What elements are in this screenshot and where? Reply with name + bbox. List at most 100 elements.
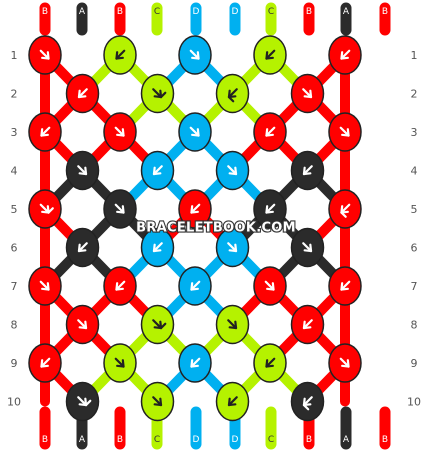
diagonal-arrow-icon: [339, 126, 350, 137]
knot: [290, 381, 325, 422]
row-number-right: 9: [411, 357, 418, 370]
bottom-string-label-8: B: [306, 435, 312, 445]
knot: [28, 35, 62, 75]
diagonal-arrow-icon: [114, 203, 125, 214]
knot: [65, 304, 100, 345]
knot: [328, 35, 362, 75]
bottom-string-label-4: C: [154, 435, 160, 445]
diagonal-arrow-icon: [40, 126, 51, 137]
diagonal-arrow-icon: [227, 242, 238, 253]
diagonal-arrow-icon: [77, 319, 88, 330]
diagonal-arrow-icon: [340, 49, 351, 60]
diagonal-arrow-icon: [189, 49, 200, 60]
diagonal-arrow-icon: [115, 280, 126, 291]
diagonal-arrow-icon: [114, 357, 125, 368]
forward-arrow-icon: [77, 396, 92, 407]
knot: [178, 35, 212, 75]
knot: [65, 73, 100, 114]
bottom-string-label-2: A: [79, 435, 86, 445]
diagonal-arrow-icon: [265, 126, 276, 137]
top-string-label-1: B: [42, 7, 48, 17]
knot: [328, 112, 362, 152]
row-number-left: 4: [11, 165, 18, 178]
diagonal-arrow-icon: [227, 165, 238, 176]
forward-arrow-icon: [152, 88, 167, 99]
knot: [215, 381, 250, 422]
row-number-left: 2: [11, 88, 18, 101]
row-number-right: 3: [411, 126, 418, 139]
knot: [215, 73, 250, 114]
diagonal-arrow-icon: [77, 242, 88, 253]
forward-arrow-icon: [152, 319, 167, 330]
knot: [253, 189, 287, 229]
knot: [253, 112, 287, 152]
row-number-right: 6: [411, 242, 418, 255]
diagonal-arrow-icon: [77, 88, 88, 99]
diagonal-arrow-icon: [189, 126, 200, 137]
bottom-string-label-6: D: [232, 435, 239, 445]
knot: [28, 343, 62, 383]
knot: [328, 266, 362, 306]
bottom-string-label-9: A: [343, 435, 350, 445]
knot: [253, 266, 287, 306]
row-number-right: 10: [407, 396, 421, 409]
knot: [178, 343, 212, 383]
knot: [253, 343, 287, 383]
diagonal-arrow-icon: [302, 165, 313, 176]
top-string-label-5: D: [193, 7, 200, 17]
knot: [328, 343, 362, 383]
diagonal-arrow-icon: [190, 280, 201, 291]
row-number-left: 3: [11, 126, 18, 139]
diagonal-arrow-icon: [227, 319, 238, 330]
top-string-label-2: A: [79, 7, 86, 17]
forward-arrow-icon: [302, 396, 313, 411]
diagonal-arrow-icon: [265, 203, 276, 214]
row-number-left: 6: [11, 242, 18, 255]
knot: [140, 381, 175, 422]
row-number-right: 4: [411, 165, 418, 178]
knot: [65, 381, 100, 422]
knot: [215, 227, 250, 268]
diagonal-arrow-icon: [339, 357, 350, 368]
diagonal-arrow-icon: [302, 88, 313, 99]
top-string-label-8: B: [306, 7, 312, 17]
knot: [328, 189, 362, 229]
diagonal-arrow-icon: [302, 319, 313, 330]
knot: [215, 304, 250, 345]
knot: [28, 266, 62, 306]
knot: [215, 150, 250, 191]
knot: [140, 150, 175, 191]
diagonal-arrow-icon: [77, 165, 88, 176]
top-string-label-3: B: [117, 7, 123, 17]
bottom-string-label-7: C: [268, 435, 274, 445]
row-number-left: 5: [11, 203, 18, 216]
forward-arrow-icon: [39, 203, 54, 214]
knot: [290, 150, 325, 191]
knot: [65, 150, 100, 191]
diagonal-arrow-icon: [227, 396, 238, 407]
top-string-label-7: C: [268, 7, 274, 17]
knot: [290, 227, 325, 268]
knot: [28, 112, 62, 152]
diagonal-arrow-icon: [39, 280, 50, 291]
watermark: BRACELETBOOK.COM: [136, 221, 296, 236]
knots-layer: [28, 35, 362, 422]
knot: [103, 35, 137, 75]
knot: [140, 304, 175, 345]
diagonal-arrow-icon: [40, 357, 51, 368]
diagonal-arrow-icon: [152, 396, 163, 407]
knot: [140, 227, 175, 268]
row-number-right: 7: [411, 280, 418, 293]
knot: [28, 189, 62, 229]
row-number-right: 1: [411, 49, 418, 62]
diagonal-arrow-icon: [152, 242, 163, 253]
bottom-string-label-1: B: [42, 435, 48, 445]
diagonal-arrow-icon: [265, 357, 276, 368]
diagonal-arrow-icon: [264, 280, 275, 291]
diagonal-arrow-icon: [265, 49, 276, 60]
top-string-label-6: D: [232, 7, 239, 17]
knot: [290, 73, 325, 114]
